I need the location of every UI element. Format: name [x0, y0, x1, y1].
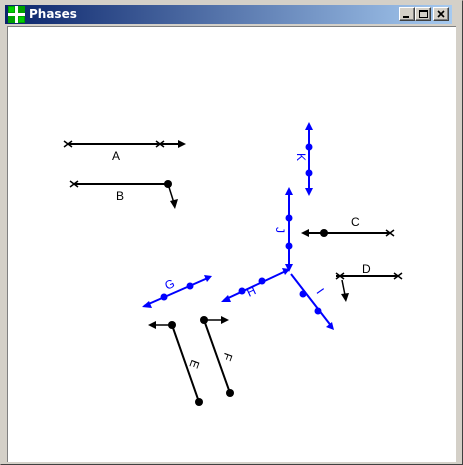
- minimize-icon: [403, 16, 409, 18]
- maximize-icon: [419, 10, 428, 18]
- phase-a[interactable]: A: [63, 140, 186, 163]
- phase-label-e: E: [186, 358, 202, 370]
- phase-b[interactable]: B: [69, 180, 178, 209]
- phase-e[interactable]: E: [148, 321, 203, 406]
- phase-h[interactable]: H: [221, 268, 290, 302]
- maximize-button[interactable]: [415, 7, 431, 21]
- phase-label-g: G: [163, 276, 177, 293]
- phases-canvas-area[interactable]: A B C: [7, 26, 456, 462]
- phase-g[interactable]: G: [142, 275, 212, 308]
- green-cross-app-icon: [8, 6, 25, 23]
- phase-j[interactable]: J: [273, 187, 293, 272]
- phase-label-i: I: [314, 286, 327, 297]
- phase-label-k: K: [294, 153, 308, 161]
- phase-f[interactable]: F: [200, 316, 235, 397]
- phase-label-j: J: [273, 227, 287, 233]
- minimize-button[interactable]: [399, 7, 415, 21]
- phases-diagram: A B C: [63, 122, 403, 406]
- close-button[interactable]: [433, 7, 449, 21]
- phase-d[interactable]: D: [335, 262, 403, 302]
- phase-label-c: C: [351, 215, 360, 229]
- phase-label-b: B: [116, 189, 124, 203]
- phase-i[interactable]: I: [290, 273, 334, 330]
- phase-k[interactable]: K: [294, 122, 313, 196]
- phase-label-f: F: [220, 351, 236, 363]
- close-icon: [437, 10, 445, 18]
- phase-label-a: A: [112, 149, 120, 163]
- title-bar[interactable]: Phases: [5, 5, 452, 24]
- phase-c[interactable]: C: [301, 215, 395, 237]
- window-title: Phases: [29, 7, 77, 21]
- phase-label-d: D: [362, 262, 371, 276]
